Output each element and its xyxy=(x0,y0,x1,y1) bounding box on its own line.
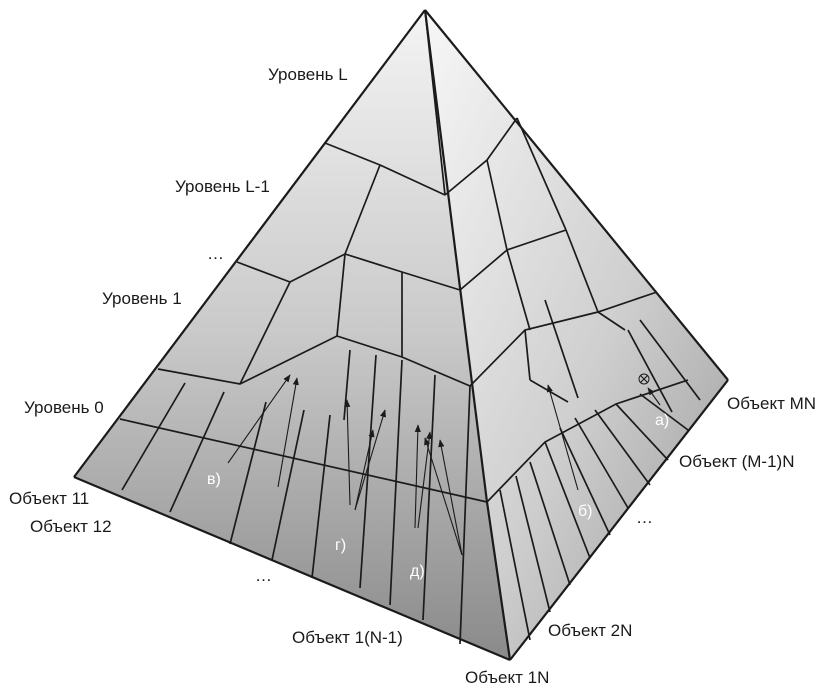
level-L-label: Уровень L xyxy=(268,65,348,84)
left-face-partitions xyxy=(121,164,471,645)
object-11-label: Объект 11 xyxy=(9,489,89,508)
pyramid-left-face xyxy=(74,10,510,660)
target-circle-icon xyxy=(638,373,650,385)
object-right-ellipsis: … xyxy=(636,508,653,527)
marker-d-label: д) xyxy=(410,563,425,580)
arrows-v xyxy=(227,374,299,488)
object-2n-label: Объект 2N xyxy=(548,621,632,640)
pyramid-edges xyxy=(73,9,729,662)
object-1-n-minus-1-label: Объект 1(N-1) xyxy=(292,628,403,647)
object-12-label: Объект 12 xyxy=(30,517,112,536)
marker-b-label: б) xyxy=(578,503,593,520)
level-0-label: Уровень 0 xyxy=(24,398,104,417)
marker-a-label: а) xyxy=(655,412,669,429)
marker-g-label: г) xyxy=(335,537,346,554)
level-L-minus-1-label: Уровень L-1 xyxy=(175,177,270,196)
marker-v-label: в) xyxy=(207,471,221,488)
object-mn-label: Объект MN xyxy=(727,394,816,413)
arrows-a xyxy=(638,373,661,406)
object-m-minus-1-n-label: Объект (M-1)N xyxy=(679,452,795,471)
level-1-label: Уровень 1 xyxy=(102,289,182,308)
level-ellipsis: … xyxy=(207,244,224,263)
object-left-ellipsis: … xyxy=(255,566,272,585)
arrows-g xyxy=(344,399,386,511)
arrows-d xyxy=(414,424,463,556)
arrows-b xyxy=(546,384,579,491)
object-1n-label: Объект 1N xyxy=(465,668,549,687)
